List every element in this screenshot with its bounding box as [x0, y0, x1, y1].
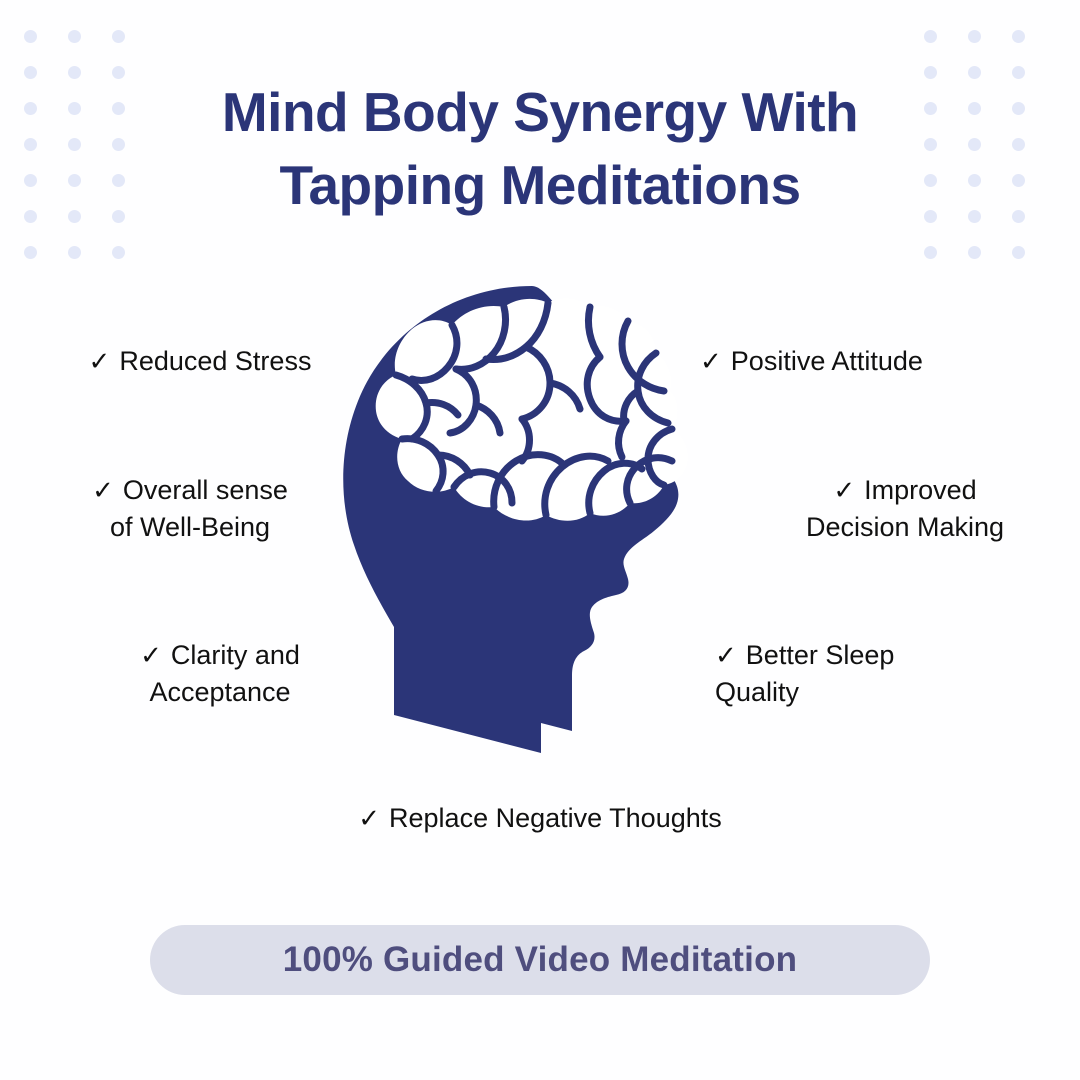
decorative-dot	[968, 174, 981, 187]
title-line-2: Tapping Meditations	[279, 154, 801, 217]
decorative-dot	[1012, 66, 1025, 79]
decorative-dot	[68, 102, 81, 115]
decorative-dot	[968, 246, 981, 259]
dot-grid-left	[24, 30, 156, 282]
benefit-item-right-3: ✓Better Sleep Quality	[715, 637, 1075, 712]
check-icon: ✓	[833, 475, 856, 505]
decorative-dot	[24, 102, 37, 115]
decorative-dot	[68, 246, 81, 259]
check-icon: ✓	[358, 803, 381, 833]
decorative-dot	[968, 210, 981, 223]
benefit-item-right-2: ✓Improved Decision Making	[730, 472, 1080, 547]
benefit-label: Clarity and Acceptance	[149, 640, 300, 708]
benefit-label: Positive Attitude	[730, 346, 923, 376]
decorative-dot	[112, 66, 125, 79]
page-title: Mind Body Synergy With Tapping Meditatio…	[0, 76, 1080, 222]
benefit-label: Overall sense of Well-Being	[109, 475, 288, 543]
benefit-item-bottom-1: ✓ Replace Negative Thoughts	[0, 800, 1080, 837]
benefit-label: Replace Negative Thoughts	[389, 803, 722, 833]
guided-video-banner: 100% Guided Video Meditation	[150, 925, 930, 995]
decorative-dot	[24, 246, 37, 259]
head-with-brain-icon	[336, 283, 766, 763]
decorative-dot	[1012, 174, 1025, 187]
decorative-dot	[924, 174, 937, 187]
decorative-dot	[68, 30, 81, 43]
decorative-dot	[968, 66, 981, 79]
decorative-dot	[68, 174, 81, 187]
dot-grid-right	[924, 30, 1056, 282]
decorative-dot	[1012, 246, 1025, 259]
benefit-item-left-2: ✓Overall sense of Well-Being	[0, 472, 380, 547]
decorative-dot	[924, 138, 937, 151]
decorative-dot	[924, 66, 937, 79]
decorative-dot	[968, 102, 981, 115]
decorative-dot	[1012, 30, 1025, 43]
benefit-item-left-3: ✓Clarity and Acceptance	[20, 637, 420, 712]
decorative-dot	[1012, 210, 1025, 223]
decorative-dot	[24, 174, 37, 187]
decorative-dot	[68, 210, 81, 223]
decorative-dot	[112, 138, 125, 151]
decorative-dot	[924, 246, 937, 259]
decorative-dot	[24, 66, 37, 79]
decorative-dot	[968, 138, 981, 151]
decorative-dot	[112, 246, 125, 259]
benefit-item-right-1: ✓ Positive Attitude	[700, 343, 1080, 380]
decorative-dot	[24, 210, 37, 223]
decorative-dot	[112, 30, 125, 43]
decorative-dot	[924, 210, 937, 223]
decorative-dot	[112, 174, 125, 187]
decorative-dot	[68, 138, 81, 151]
decorative-dot	[24, 138, 37, 151]
benefit-label: Improved Decision Making	[805, 475, 1005, 543]
decorative-dot	[924, 102, 937, 115]
banner-label: 100% Guided Video Meditation	[282, 940, 798, 979]
decorative-dot	[968, 30, 981, 43]
decorative-dot	[24, 30, 37, 43]
check-icon: ✓	[140, 640, 162, 670]
title-line-1: Mind Body Synergy With	[221, 81, 859, 143]
benefit-item-left-1: ✓ Reduced Stress	[0, 343, 400, 380]
decorative-dot	[1012, 138, 1025, 151]
decorative-dot	[112, 102, 125, 115]
benefit-label: Reduced Stress	[119, 346, 312, 376]
decorative-dot	[924, 30, 937, 43]
check-icon: ✓	[92, 475, 114, 505]
decorative-dot	[112, 210, 125, 223]
check-icon: ✓	[88, 346, 111, 376]
decorative-dot	[68, 66, 81, 79]
check-icon: ✓	[700, 346, 722, 376]
decorative-dot	[1012, 102, 1025, 115]
check-icon: ✓	[715, 640, 737, 670]
benefit-label: Better Sleep Quality	[715, 640, 895, 708]
